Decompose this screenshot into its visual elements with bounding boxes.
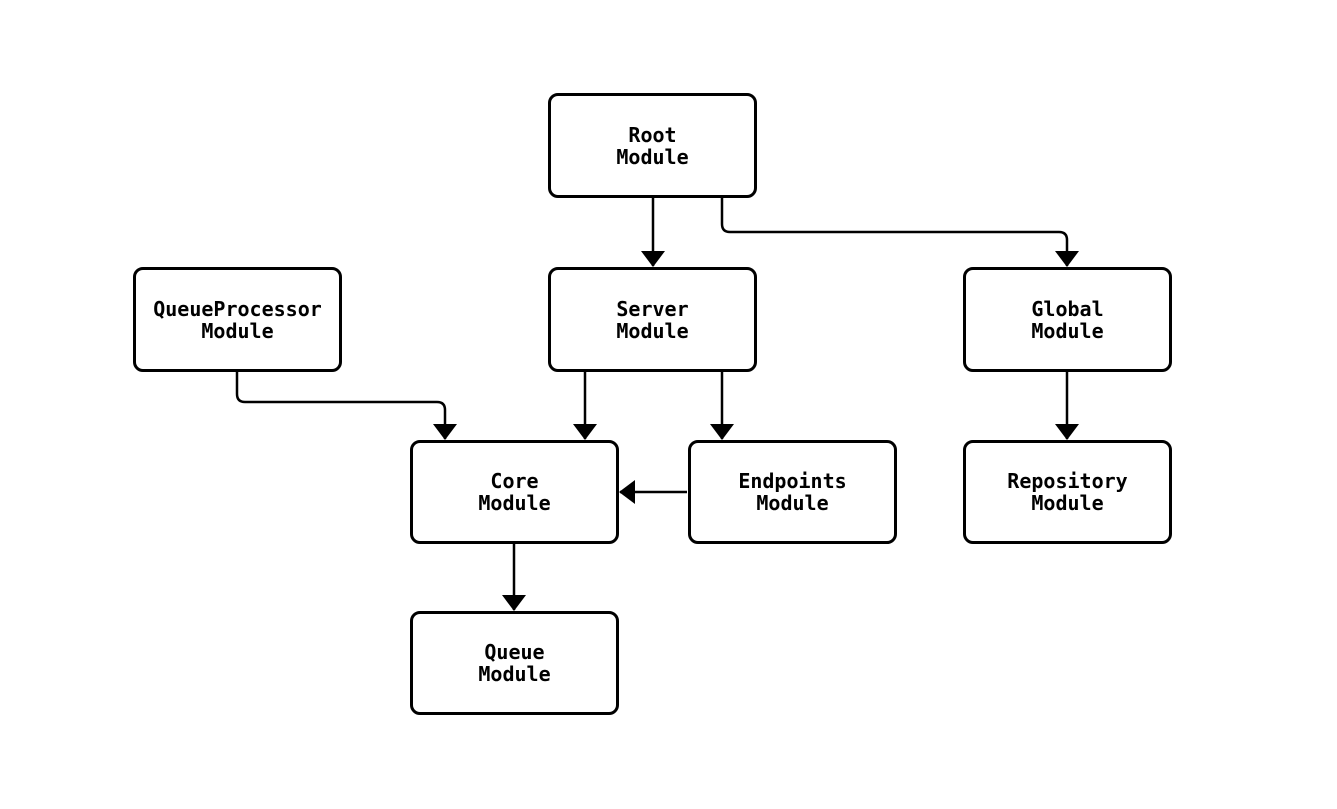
node-global-module-label: Global Module: [1031, 296, 1104, 343]
node-queue-module-label: Queue Module: [478, 640, 551, 686]
edge-queueprocessor-to-core: [235, 371, 457, 440]
node-repository-module-label: Repository Module: [1007, 469, 1128, 515]
node-core-module: Core Module: [410, 440, 619, 544]
node-global-module: Global Module: [963, 267, 1172, 372]
node-root-module: Root Module: [548, 93, 757, 198]
node-core-module-label: Core Module: [478, 469, 551, 515]
node-endpoints-module: Endpoints Module: [688, 440, 897, 544]
node-repository-module: Repository Module: [963, 440, 1172, 544]
node-server-module: Server Module: [548, 267, 757, 372]
edge-root-to-global: [720, 198, 1079, 267]
node-root-module-label: Root Module: [616, 122, 689, 169]
node-endpoints-module-label: Endpoints Module: [738, 469, 847, 515]
node-queueprocessor-module: QueueProcessor Module: [133, 267, 342, 372]
node-queue-module: Queue Module: [410, 611, 619, 715]
node-server-module-label: Server Module: [616, 296, 689, 343]
node-queueprocessor-module-label: QueueProcessor Module: [153, 296, 322, 343]
